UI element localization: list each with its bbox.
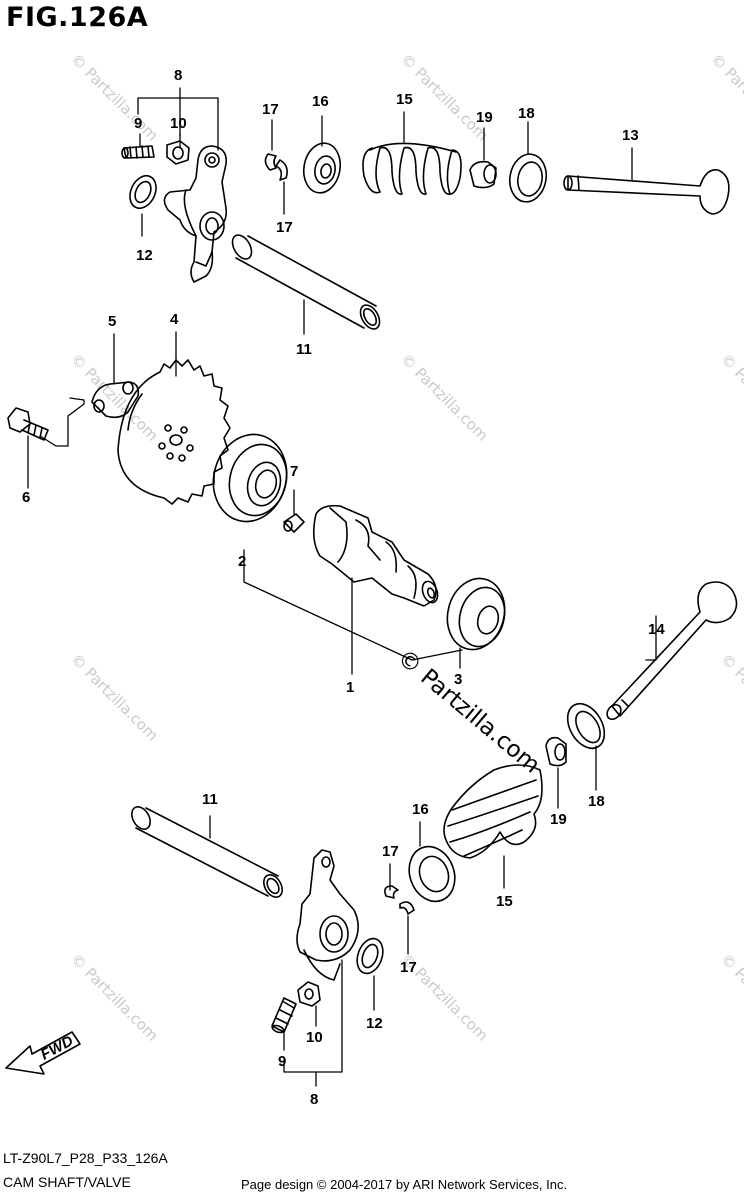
part-11-rocker-shaft-top	[231, 234, 381, 330]
callout-12-bottom: 12	[366, 1015, 383, 1032]
watermark: © Partzilla.com	[707, 50, 744, 145]
callout-17-c: 17	[382, 843, 399, 860]
part-18-spring-seat-bottom	[566, 702, 606, 750]
part-7-pin	[283, 513, 305, 533]
model-code: LT-Z90L7_P28_P33_126A	[3, 1150, 168, 1166]
callout-4: 4	[170, 311, 179, 328]
callout-9-bottom: 9	[278, 1053, 286, 1070]
callout-9-top: 9	[134, 115, 142, 132]
part-13-valve-intake	[563, 169, 730, 215]
callout-17-a: 17	[262, 101, 279, 118]
part-1-camshaft	[312, 504, 439, 607]
part-14-valve-exhaust	[606, 581, 738, 721]
part-17-cotter-bottom	[384, 885, 415, 915]
callout-1: 1	[346, 679, 354, 696]
watermark: © Partzilla.com	[717, 950, 744, 1045]
callout-15-top: 15	[396, 91, 413, 108]
callout-16-top: 16	[312, 93, 329, 110]
part-3-bearing	[446, 577, 506, 651]
callout-14: 14	[648, 621, 665, 638]
part-15-spring-bottom	[443, 764, 543, 859]
callout-10-bottom: 10	[306, 1029, 323, 1046]
part-15-spring-top	[362, 142, 462, 195]
callout-19-top: 19	[476, 109, 493, 126]
part-6-bolt	[7, 407, 49, 441]
section-name: CAM SHAFT/VALVE	[3, 1174, 131, 1190]
callout-3: 3	[454, 671, 462, 688]
callout-8-top: 8	[174, 67, 182, 84]
part-17-cotter-top	[264, 153, 288, 181]
watermark: © Partzilla.com	[397, 350, 492, 445]
callout-5: 5	[108, 313, 116, 330]
part-9-adjust-screw-top	[121, 145, 155, 159]
leader-lines	[27, 87, 657, 1087]
callout-8-bottom: 8	[310, 1091, 318, 1108]
part-19-seal-top	[469, 160, 497, 189]
part-16-retainer-top	[302, 142, 342, 194]
watermark: © Partzilla.com	[717, 350, 744, 445]
part-8-rocker-arm-bottom	[296, 849, 359, 981]
part-10-locknut-bottom	[297, 981, 321, 1007]
part-5-lock-plate	[91, 381, 140, 419]
fwd-arrow-icon: FWD	[5, 1031, 81, 1075]
part-11-rocker-shaft-bottom	[131, 806, 283, 898]
partzilla-stamp: © Partzilla.com	[392, 645, 545, 779]
callout-18-bottom: 18	[588, 793, 605, 810]
callout-15-bottom: 15	[496, 893, 513, 910]
watermark: © Partzilla.com	[717, 650, 744, 745]
part-10-locknut-top	[166, 140, 190, 165]
callout-7: 7	[290, 463, 298, 480]
watermarks: © Partzilla.com © Partzilla.com © Partzi…	[67, 50, 744, 1045]
part-12-washer-bottom	[356, 937, 384, 975]
callout-12-top: 12	[136, 247, 153, 264]
part-8-rocker-arm-top	[163, 145, 228, 283]
part-4-cam-sprocket	[117, 359, 231, 505]
part-12-washer-top	[129, 174, 157, 210]
callout-13: 13	[622, 127, 639, 144]
callout-6: 6	[22, 489, 30, 506]
part-18-spring-seat-top	[508, 153, 548, 203]
part-16-retainer-bottom	[408, 845, 456, 903]
callout-17-b: 17	[276, 219, 293, 236]
callout-10-top: 10	[170, 115, 187, 132]
callout-19-bottom: 19	[550, 811, 567, 828]
watermark: © Partzilla.com	[67, 650, 162, 745]
callout-18-top: 18	[518, 105, 535, 122]
callout-16-bottom: 16	[412, 801, 429, 818]
part-2-bearing	[212, 433, 288, 523]
callout-11-top: 11	[296, 341, 312, 358]
figure-title: FIG.126A	[6, 2, 149, 33]
fwd-label: FWD	[38, 1032, 76, 1063]
watermark: © Partzilla.com	[67, 950, 162, 1045]
callout-17-d: 17	[400, 959, 417, 976]
callout-11-bottom: 11	[202, 791, 218, 808]
callout-2: 2	[238, 553, 246, 570]
copyright-credit: Page design © 2004-2017 by ARI Network S…	[241, 1177, 568, 1192]
part-19-seal-bottom	[545, 736, 567, 767]
part-9-adjust-screw-bottom	[271, 997, 297, 1034]
